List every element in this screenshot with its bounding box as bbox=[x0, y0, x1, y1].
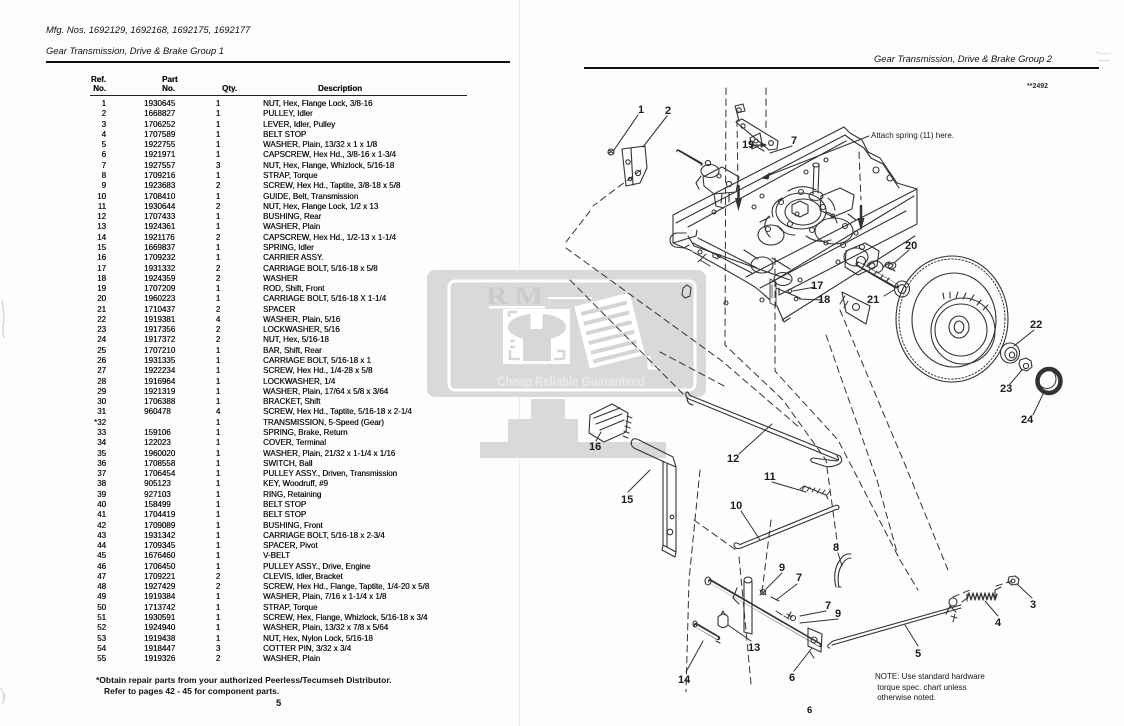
svg-text:15: 15 bbox=[621, 494, 633, 506]
svg-text:10: 10 bbox=[730, 500, 742, 512]
svg-text:12: 12 bbox=[727, 453, 739, 465]
svg-text:17: 17 bbox=[811, 280, 823, 292]
svg-text:24: 24 bbox=[1021, 414, 1034, 426]
svg-text:5: 5 bbox=[915, 648, 921, 660]
svg-text:18: 18 bbox=[818, 294, 830, 306]
svg-text:R M: R M bbox=[486, 283, 543, 310]
svg-text:Cheap Reliable Guaranteed: Cheap Reliable Guaranteed bbox=[497, 373, 645, 389]
svg-text:Attach spring (11) here.: Attach spring (11) here. bbox=[871, 131, 954, 140]
svg-text:19: 19 bbox=[742, 139, 754, 151]
svg-text:21: 21 bbox=[867, 294, 879, 306]
svg-text:7: 7 bbox=[791, 135, 797, 147]
svg-text:9: 9 bbox=[779, 562, 785, 574]
svg-text:13: 13 bbox=[748, 642, 760, 654]
svg-text:7: 7 bbox=[825, 600, 831, 612]
svg-text:6: 6 bbox=[789, 672, 795, 684]
svg-text:2: 2 bbox=[665, 105, 671, 117]
svg-text:23: 23 bbox=[1000, 383, 1012, 395]
svg-text:1: 1 bbox=[638, 104, 644, 116]
svg-text:11: 11 bbox=[764, 471, 776, 483]
svg-text:8: 8 bbox=[833, 542, 839, 554]
svg-text:22: 22 bbox=[1030, 319, 1042, 331]
svg-text:4: 4 bbox=[995, 617, 1002, 629]
svg-text:3: 3 bbox=[1030, 599, 1036, 611]
svg-text:9: 9 bbox=[835, 608, 841, 620]
svg-text:20: 20 bbox=[905, 240, 917, 252]
svg-text:16: 16 bbox=[589, 441, 601, 453]
svg-text:7: 7 bbox=[796, 572, 802, 584]
svg-text:14: 14 bbox=[678, 674, 691, 686]
